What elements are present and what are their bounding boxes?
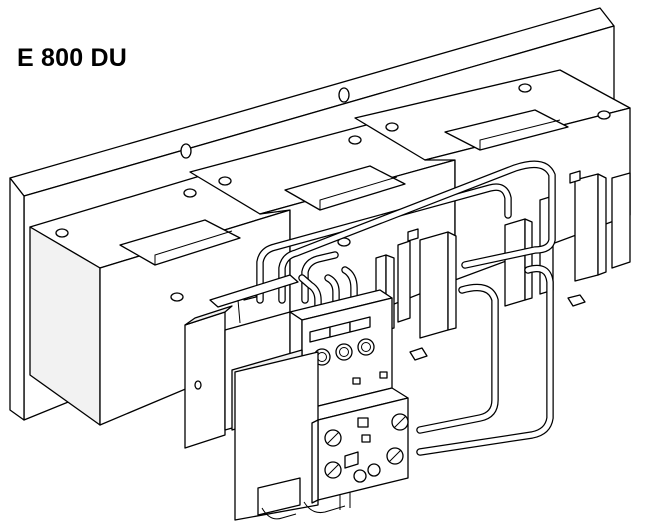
ct-hole xyxy=(218,176,232,186)
ct-hole xyxy=(597,110,611,120)
relay-terminal-screws xyxy=(309,316,375,366)
terminal-screw-3 xyxy=(357,338,375,356)
ct-hole xyxy=(170,292,184,302)
ct-hole xyxy=(348,135,362,145)
ct-hole xyxy=(518,83,532,93)
ct-hole xyxy=(183,188,197,198)
ct-hole xyxy=(55,228,69,238)
bracket-hole xyxy=(338,87,350,103)
current-transformer-3 xyxy=(354,69,631,281)
figure-title: E 800 DU xyxy=(17,44,127,72)
bracket-hole xyxy=(180,143,192,159)
relay-mounting-plate xyxy=(184,274,299,449)
overload-relay xyxy=(224,289,409,521)
terminal-screw-2 xyxy=(335,343,353,361)
relay-adjust-dials xyxy=(324,413,409,483)
wire-harness xyxy=(256,160,556,456)
ct-hole xyxy=(385,122,399,132)
